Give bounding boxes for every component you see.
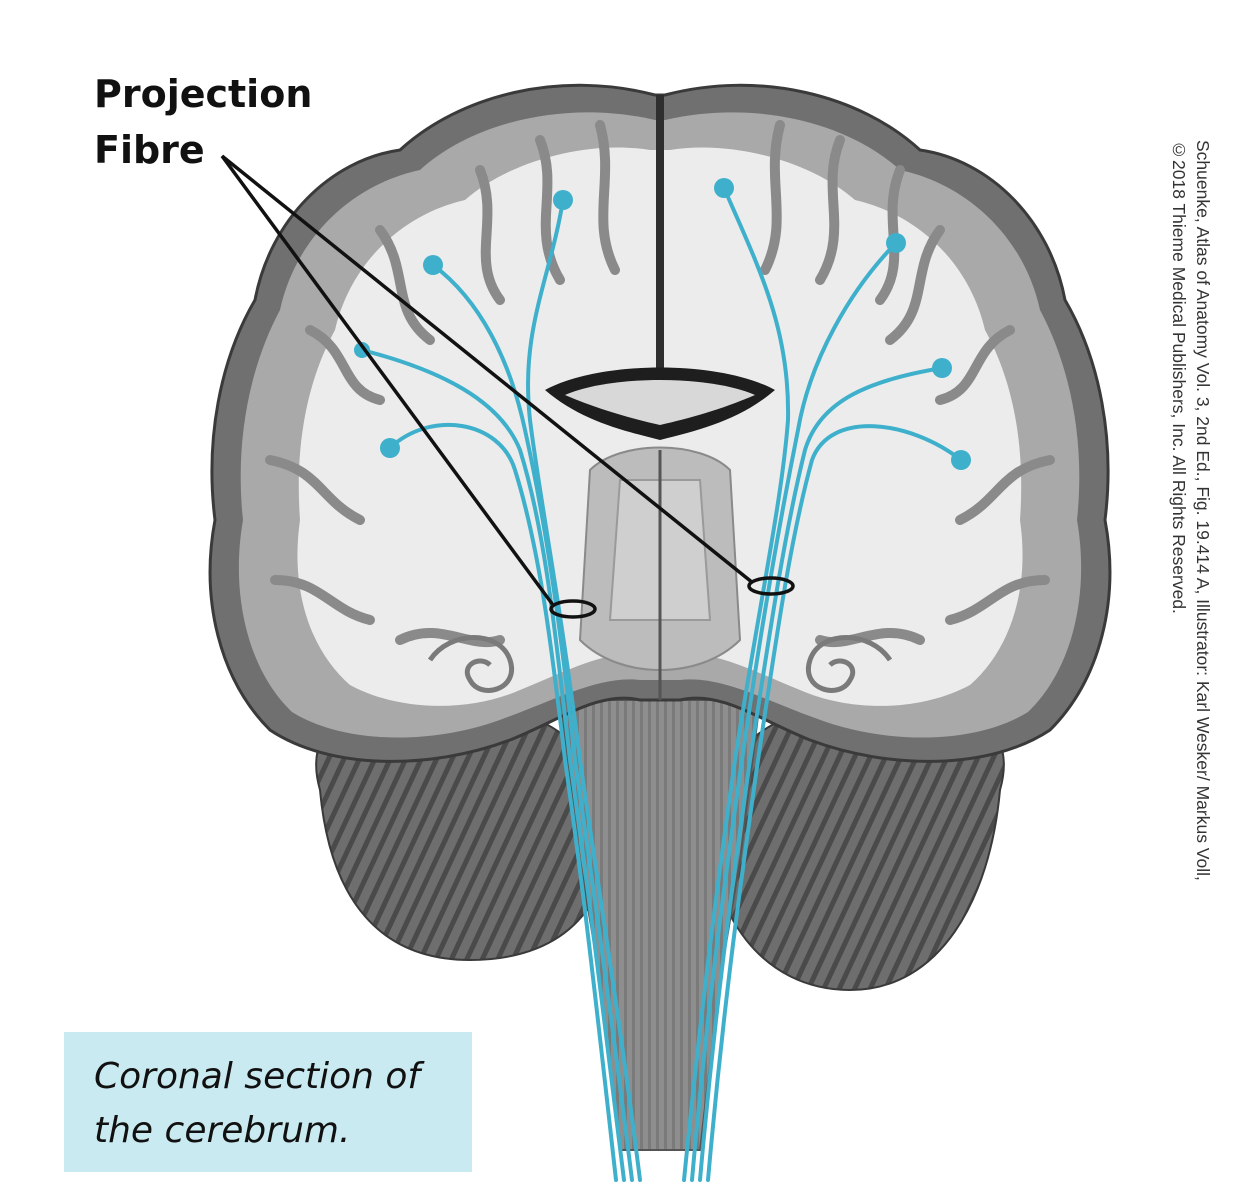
cerebellum: [315, 697, 1005, 992]
credit-line-2: ©2018 Thieme Medical Publishers, Inc. Al…: [1169, 140, 1189, 614]
label-line-1: Projection: [94, 72, 313, 116]
copyright-credit: Schuenke, Atlas of Anatomy Vol. 3, 2nd E…: [1168, 140, 1228, 1140]
label-leader-lines: [220, 154, 795, 619]
credit-line-1: Schuenke, Atlas of Anatomy Vol. 3, 2nd E…: [1193, 140, 1213, 881]
caption-box: Coronal section of the cerebrum.: [64, 1032, 472, 1172]
fibre-endpoints: [354, 178, 971, 470]
caption-line-1: Coronal section of: [94, 1056, 421, 1097]
label-line-2: Fibre: [94, 128, 205, 172]
projection-fibres: [360, 186, 963, 1182]
projection-fibre-label: Projection Fibre: [94, 66, 354, 178]
brainstem: [558, 699, 762, 1151]
caption-line-2: the cerebrum.: [94, 1110, 351, 1151]
cerebrum: [208, 83, 1112, 763]
